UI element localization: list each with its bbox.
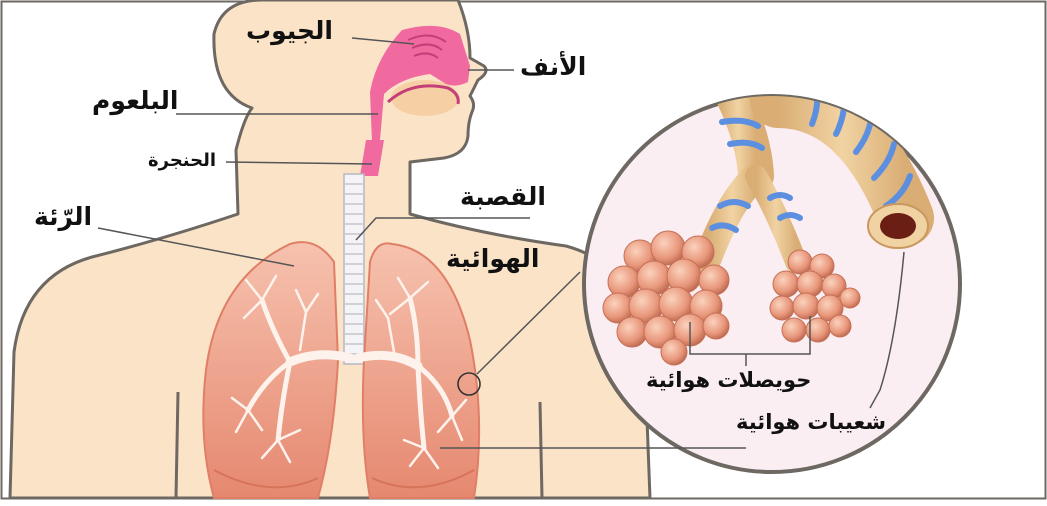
label-alveoli: حويصلات هوائية [646, 370, 811, 391]
label-pharynx: البلعوم [92, 88, 178, 113]
label-lung: الرّئة [34, 204, 92, 229]
label-nose: الأنف [520, 54, 586, 79]
label-larynx: الحنجرة [148, 152, 216, 170]
label-sinuses: الجيوب [246, 18, 333, 43]
left-arm-line [176, 392, 178, 498]
label-trachea-line1: القصبة [460, 184, 546, 209]
right-arm-line [540, 402, 542, 498]
bronchiole-lumen [880, 213, 916, 239]
label-trachea-line2: الهوائية [446, 246, 539, 271]
trachea [344, 174, 364, 364]
label-bronchioles: شعيبات هوائية [736, 412, 886, 433]
